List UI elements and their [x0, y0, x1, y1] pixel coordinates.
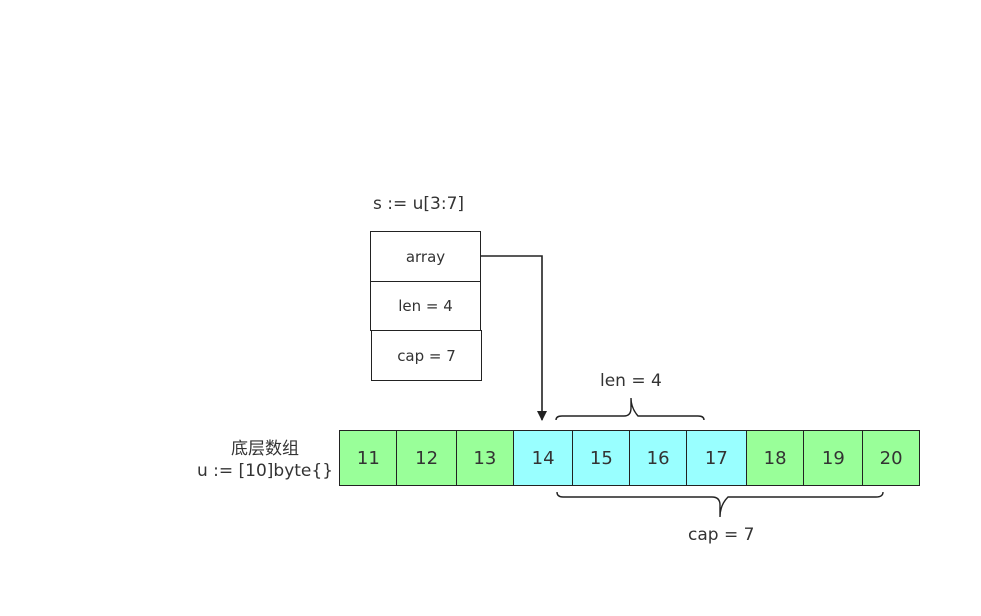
array-cell: 18 [745, 430, 805, 486]
array-cell: 12 [396, 430, 457, 486]
array-cell: 16 [629, 430, 687, 486]
array-cell: 14 [512, 430, 574, 486]
cap-brace-label: cap = 7 [688, 525, 755, 545]
underlying-array-label-line2: u := [10]byte{} [196, 461, 334, 481]
slice-title: s := u[3:7] [373, 194, 465, 214]
underlying-array-label-line1: 底层数组 [231, 439, 299, 459]
len-brace [555, 397, 705, 421]
underlying-array-label: 底层数组 u := [10]byte{} [196, 438, 334, 482]
array-cell: 20 [862, 430, 920, 486]
array-cell: 13 [455, 430, 515, 486]
underlying-array-cells: 11 12 13 14 15 16 17 18 19 20 [339, 430, 920, 486]
slice-field-cap: cap = 7 [371, 330, 482, 381]
array-cell: 17 [685, 430, 748, 486]
cap-brace [556, 491, 884, 518]
slice-field-len: len = 4 [370, 281, 481, 331]
array-cell: 11 [339, 430, 398, 486]
len-brace-label: len = 4 [600, 371, 662, 391]
array-pointer-arrow [481, 255, 547, 421]
